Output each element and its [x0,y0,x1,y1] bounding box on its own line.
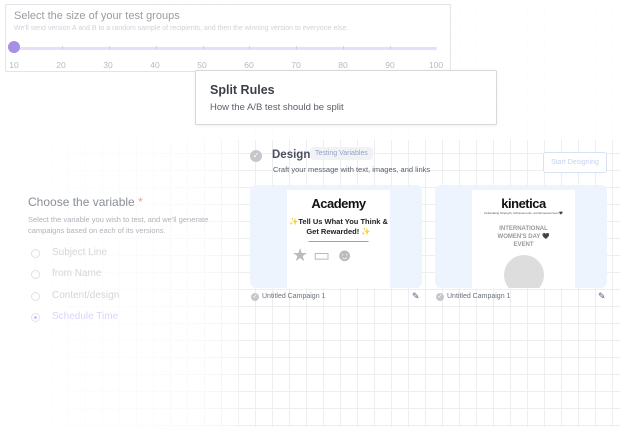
radio-subject-line[interactable] [31,249,40,258]
campaign-preview-card[interactable]: kinetica Celebrating Strength, Achieveme… [435,185,607,288]
test-group-title: Select the size of your test groups [14,10,180,22]
radio-from-name[interactable] [31,270,40,279]
slider-label: 10 [9,60,19,70]
radio-label: Schedule Time [52,311,119,322]
radio-label: Subject Line [52,247,108,258]
test-group-slider[interactable] [15,46,437,50]
slider-label: 80 [338,60,348,70]
check-circle-icon: ✓ [250,150,262,162]
illustration-icon [503,255,544,288]
split-rules-tooltip: Split Rules How the A/B test should be s… [195,70,497,125]
choose-variable-description: Select the variable you wish to test, an… [28,215,209,235]
edit-pencil-icon[interactable]: ✎ [412,291,420,301]
edit-pencil-icon[interactable]: ✎ [598,291,606,301]
slider-label: 60 [244,60,254,70]
campaign-tagline: Celebrating Strength, Achievements, and … [483,211,564,215]
campaign-name: Untitled Campaign 1 [447,293,511,300]
check-circle-icon: ✓ [251,293,259,301]
campaign-name: Untitled Campaign 1 [262,293,326,300]
split-rules-subtitle: How the A/B test should be split [210,102,344,113]
campaign-preview-card[interactable]: Academy ✨Tell Us What You Think & Get Re… [250,185,422,288]
campaign-logo: Academy [311,196,366,211]
radio-label: Content/design [52,290,120,301]
test-group-subtitle: We'll send version A and B to a random s… [14,25,349,32]
radio-label: from Name [52,268,102,279]
slider-label: 30 [103,60,113,70]
testing-variables-badge: Testing Variables [310,147,373,160]
split-rules-title: Split Rules [210,83,275,97]
slider-label: 50 [197,60,207,70]
design-subtitle: Craft your message with text, images, an… [273,165,431,174]
illustration-icon: ★ ▭ ☻ [292,245,355,265]
slider-label: 20 [56,60,66,70]
radio-content-design[interactable] [31,292,40,301]
slider-label: 90 [385,60,395,70]
slider-label: 70 [291,60,301,70]
slider-label: 100 [428,60,444,70]
design-title: Design [272,149,311,161]
check-circle-icon: ✓ [436,293,444,301]
start-designing-button[interactable]: Start Designing [543,152,607,173]
campaign-headline: INTERNATIONAL WOMEN'S DAY 🖤 EVENT [497,226,550,248]
slider-thumb[interactable] [8,41,20,53]
campaign-headline: ✨Tell Us What You Think & Get Rewarded! … [289,217,388,236]
campaign-logo: kinetica [501,196,546,211]
slider-label: 40 [150,60,160,70]
choose-variable-title: Choose the variable * [28,195,143,209]
radio-schedule-time[interactable] [31,313,40,322]
test-group-size-card: Select the size of your test groups We'l… [5,4,451,72]
